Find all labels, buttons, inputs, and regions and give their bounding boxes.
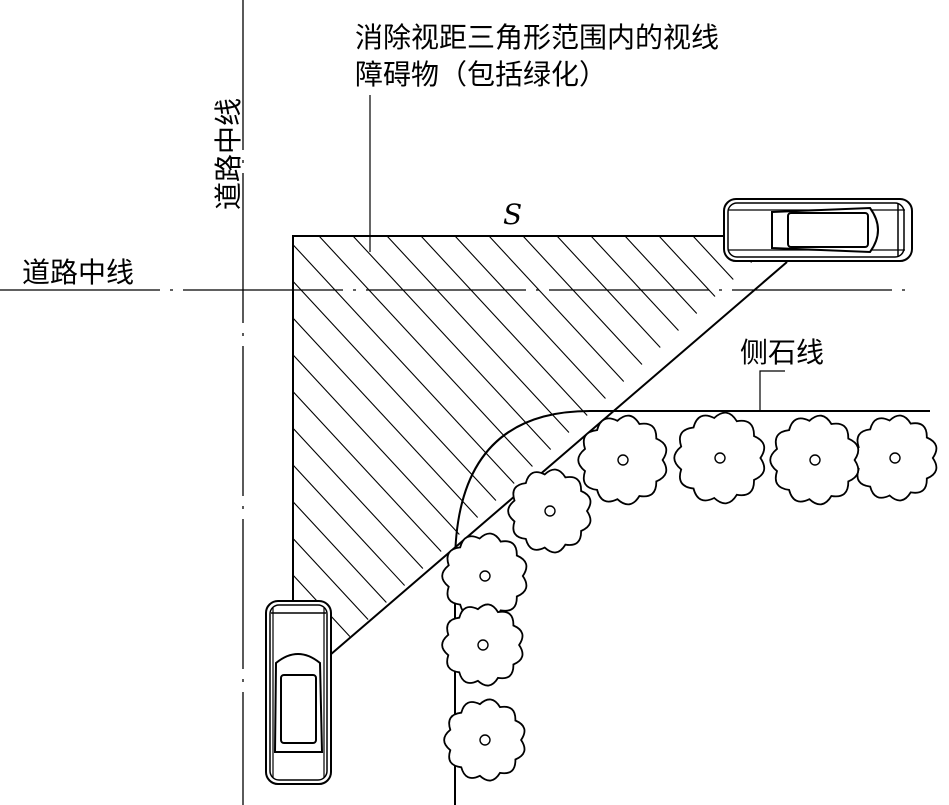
hatch-line — [692, 236, 780, 655]
hatch-line — [352, 236, 780, 655]
curb-leader — [759, 370, 785, 410]
sight-line — [329, 261, 788, 656]
tree — [441, 603, 524, 687]
sight-distance-label: S — [503, 198, 522, 231]
hatch-line — [293, 236, 466, 655]
curb-line-label: 侧石线 — [740, 336, 824, 369]
trees — [441, 411, 938, 782]
tree — [673, 411, 766, 505]
hatch-line — [760, 236, 780, 655]
hatch-line — [556, 236, 780, 655]
tree — [769, 414, 860, 506]
tree-trunk — [889, 452, 901, 464]
tree-trunk — [477, 639, 489, 651]
annotation-line1: 消除视距三角形范围内的视线 — [355, 21, 719, 54]
tree — [577, 414, 668, 506]
tree — [443, 698, 526, 782]
sight-triangle-outline — [292, 235, 728, 600]
hatch-line — [829, 236, 949, 798]
hatch-line — [293, 236, 670, 655]
car-right — [723, 198, 913, 262]
hatch-line — [293, 236, 738, 655]
hatch-line — [590, 236, 780, 655]
tree-trunk — [714, 452, 726, 464]
tree-trunk — [479, 734, 491, 746]
hatch-line — [293, 236, 704, 655]
hatch-line — [726, 236, 780, 655]
centerline-label-horizontal: 道路中线 — [22, 256, 134, 289]
hatch-line — [293, 236, 568, 655]
tree — [507, 468, 592, 554]
leader-lines — [369, 95, 785, 410]
hatch-line — [293, 236, 602, 655]
tree-trunk — [617, 454, 629, 466]
hatch-line — [795, 236, 949, 798]
hatch-line — [293, 236, 500, 655]
tree — [851, 414, 938, 502]
centerline-label-vertical: 道路中线 — [212, 98, 245, 210]
tree-trunk — [479, 570, 491, 582]
hatch-line — [293, 236, 432, 655]
car-bottom — [265, 600, 332, 785]
hatch-line — [931, 236, 949, 798]
hatch-line — [897, 236, 949, 798]
hatch-line — [624, 236, 780, 655]
annotation-line2: 障碍物（包括绿化） — [355, 58, 607, 91]
centerlines — [0, 0, 915, 805]
hatch-line — [658, 236, 780, 655]
hatch-line — [522, 236, 780, 655]
hatch-line — [863, 236, 949, 798]
hatch-line — [293, 236, 398, 655]
tree-trunk — [544, 505, 556, 517]
tree — [441, 532, 528, 620]
hatch-line — [293, 236, 636, 655]
tree-trunk — [809, 454, 821, 466]
curb-line — [454, 410, 930, 805]
